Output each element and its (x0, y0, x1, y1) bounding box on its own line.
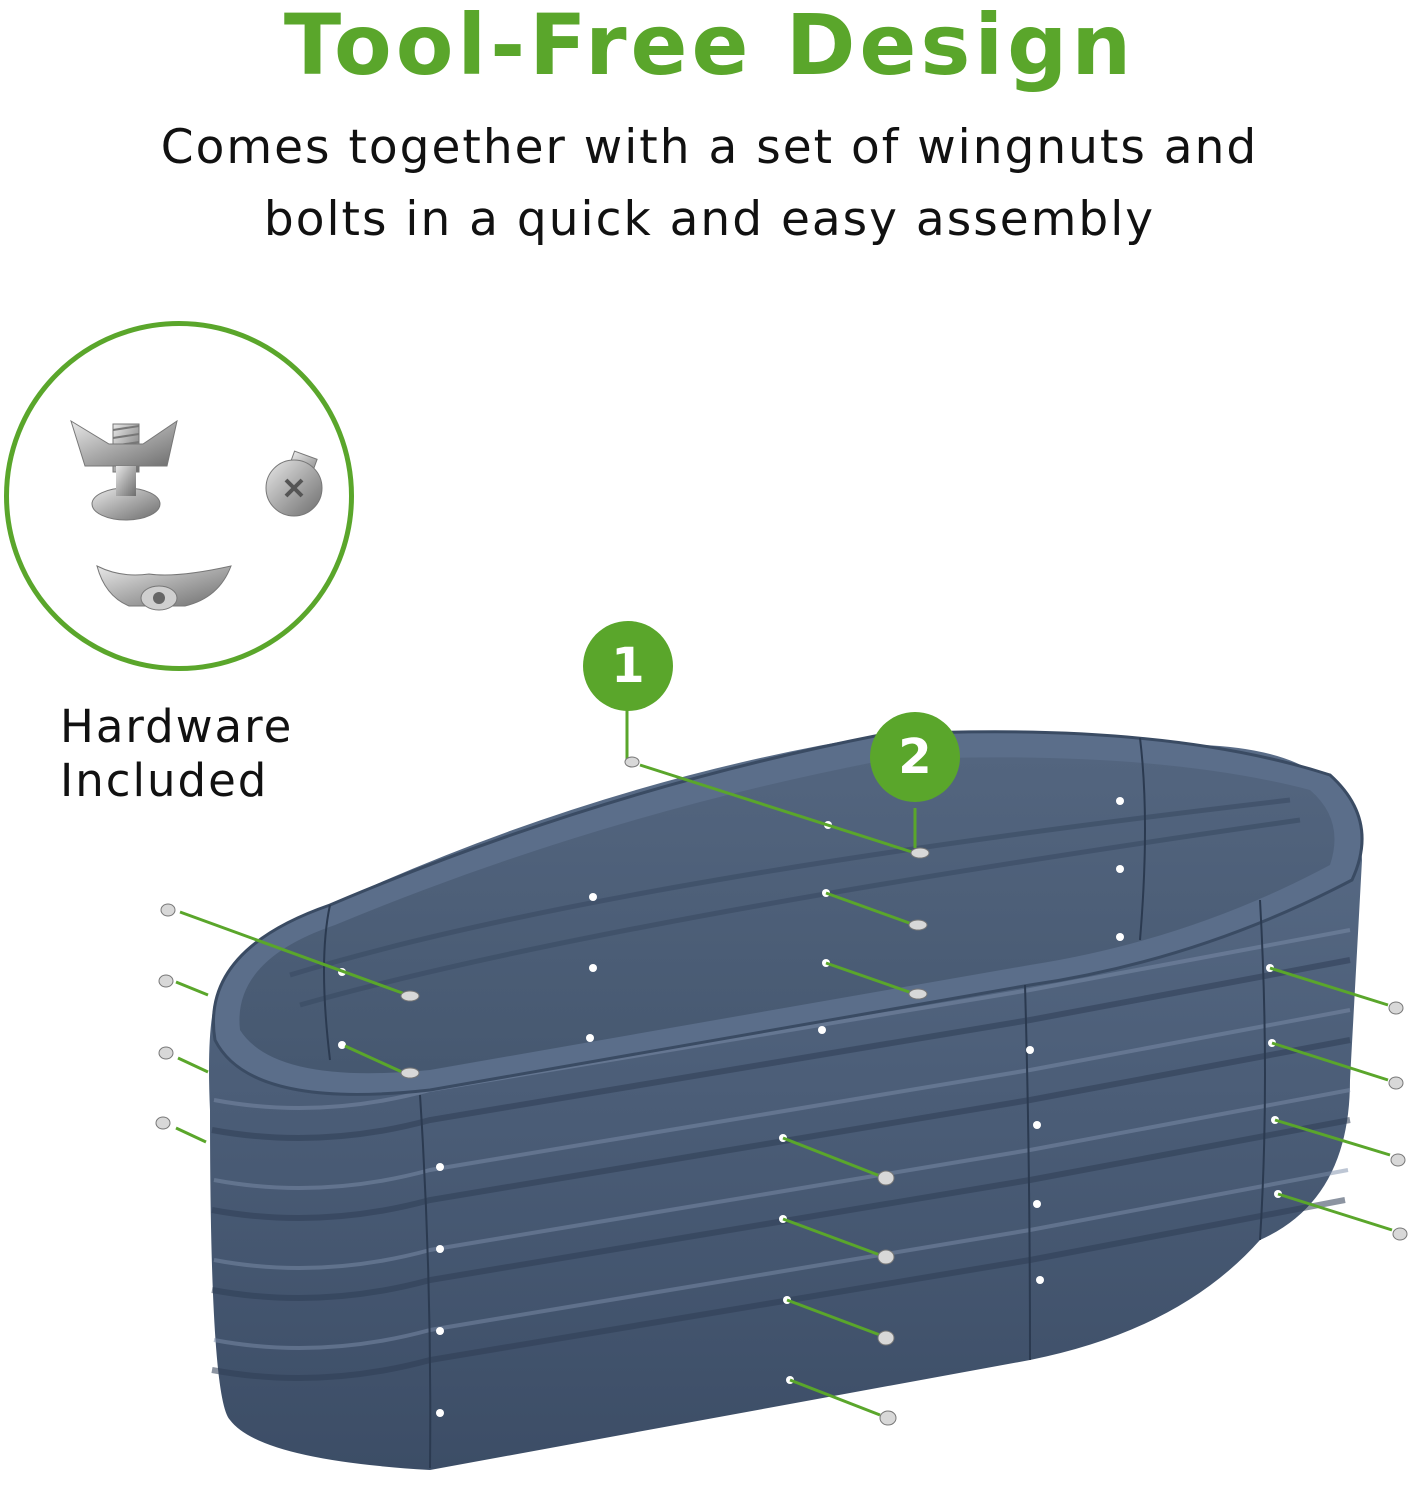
page-title: Tool-Free Design (283, 0, 1136, 94)
hardware-label-line-1: Hardware (60, 700, 294, 753)
assembly-guide-lines (175, 710, 1393, 1417)
bolt-icon (265, 450, 323, 517)
subtitle-line-2: bolts in a quick and easy assembly (263, 192, 1156, 247)
hardware-label: Hardware Included (60, 700, 293, 808)
step-1-badge: 1 (583, 621, 673, 711)
hardware-circle (4, 321, 354, 671)
bed-inner (239, 757, 1335, 1074)
step-2-badge: 2 (870, 712, 960, 802)
subtitle-line-1: Comes together with a set of wingnuts an… (160, 120, 1259, 175)
hardware-pieces (155, 756, 1408, 1426)
panel-seams (323, 737, 1266, 1469)
wingnut-with-bolt-icon (70, 419, 178, 521)
page-subtitle: Comes together with a set of wingnuts an… (0, 112, 1419, 256)
hardware-label-line-2: Included (60, 754, 269, 807)
wingnut-icon (96, 565, 232, 611)
